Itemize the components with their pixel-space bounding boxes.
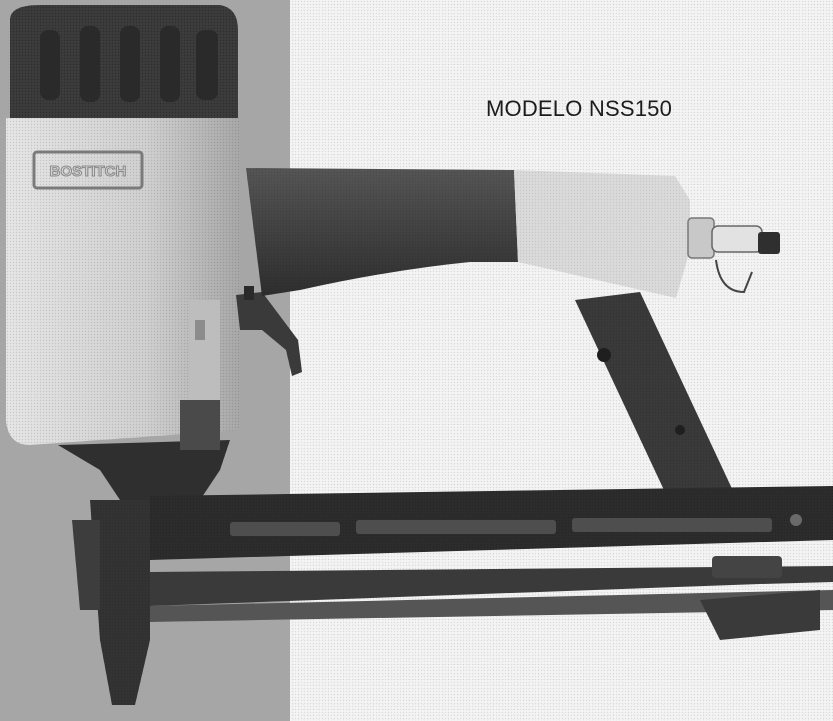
brand-plate: BOSTITCH [32,150,144,190]
support-strut [575,292,742,520]
tool-body: BOSTITCH [6,118,240,445]
trigger [236,286,302,376]
top-cap [10,5,238,118]
magazine [150,486,833,640]
model-caption: MODELO NSS150 [486,96,673,121]
handle-grip [246,168,690,298]
nose-assembly [58,400,230,705]
air-inlet-fitting [687,217,780,294]
brand-plate-text: BOSTITCH [50,163,127,180]
